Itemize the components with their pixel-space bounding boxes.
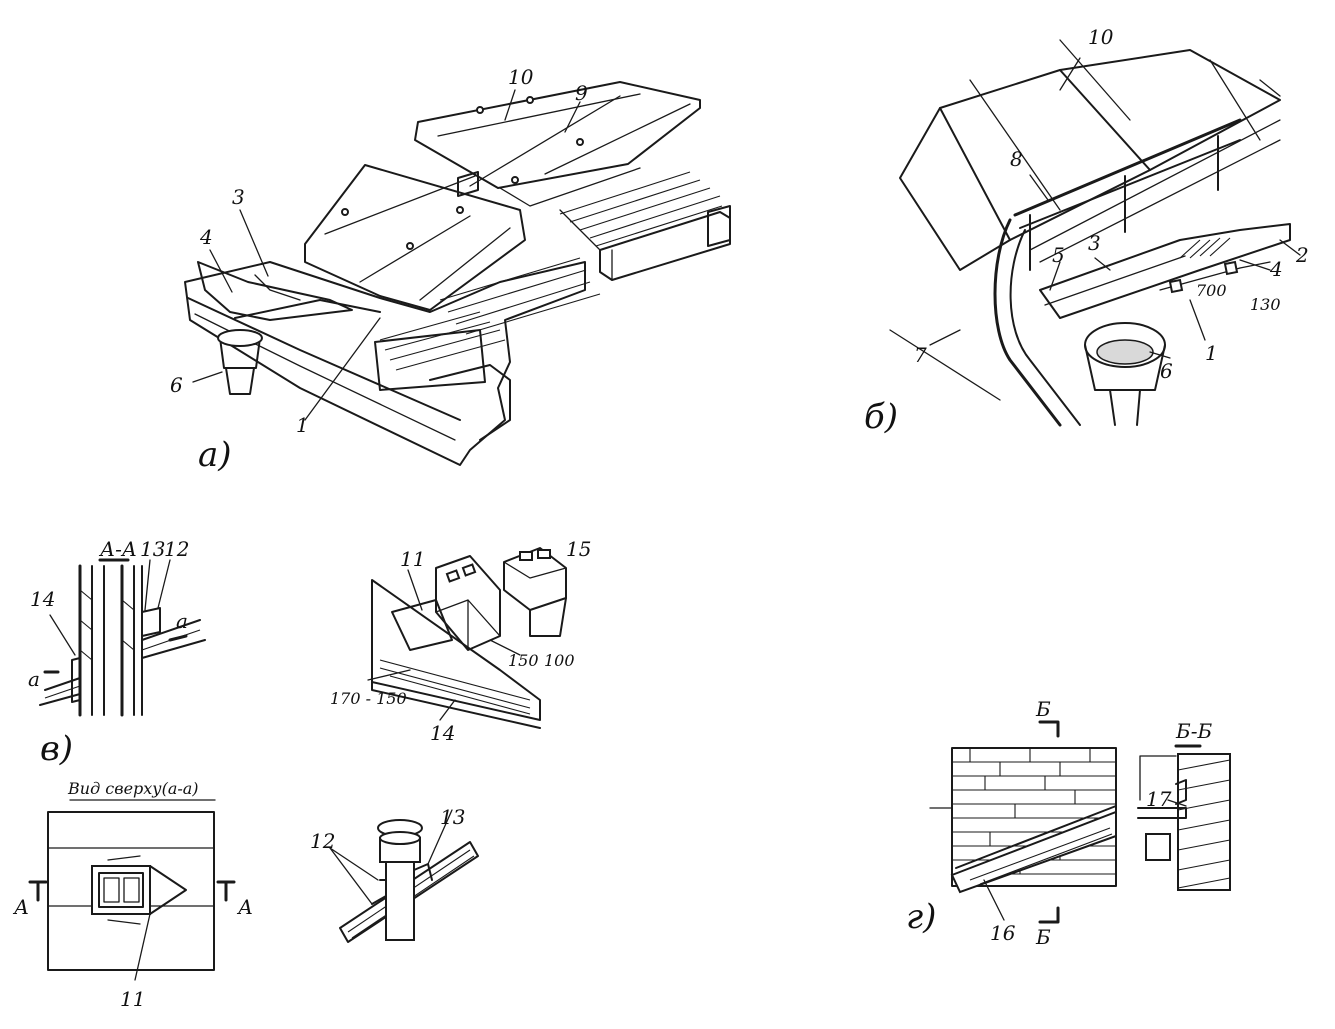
- panel-v-label-13: 13: [140, 537, 165, 561]
- panel-a-label-4: 4: [199, 225, 213, 249]
- panel-v-plan-view: [28, 799, 236, 981]
- panel-v-dim-170-150: 170 - 150: [330, 689, 407, 708]
- panel-v-plan-label-11: 11: [120, 987, 145, 1011]
- panel-g-cut-mark-bottom: Б: [1035, 925, 1051, 949]
- panel-v-label-12: 12: [164, 537, 189, 561]
- panel-v-label-11: 11: [400, 547, 425, 571]
- panel-v-chimney-isometric: [367, 547, 567, 729]
- panel-g-section-title: Б-Б: [1175, 719, 1212, 743]
- panel-v-label-15: 15: [566, 537, 591, 561]
- panel-b-label-3: 3: [1088, 231, 1101, 255]
- panel-a-label-3: 3: [232, 185, 245, 209]
- panel-v-caption: в): [40, 729, 73, 769]
- panel-v-detail-label-12: 12: [310, 829, 335, 853]
- panel-g-label-17: 17: [1146, 787, 1172, 811]
- panel-v-label-14-iso: 14: [430, 721, 455, 745]
- panel-g-cut-mark-top: Б: [1035, 697, 1051, 721]
- panel-v-plan-mark-a-left: А: [12, 895, 29, 919]
- panel-v-detail-label-13: 13: [440, 805, 465, 829]
- panel-a-caption: а): [198, 435, 232, 475]
- panel-b-label-10: 10: [1088, 25, 1114, 49]
- panel-v-mark-a-right: а: [176, 609, 188, 633]
- panel-g-wall-junction: [929, 720, 1231, 924]
- panel-b-label-8: 8: [1010, 147, 1023, 171]
- panel-v-dim-100: 100: [544, 651, 575, 670]
- panel-b-label-2: 2: [1295, 243, 1309, 267]
- panel-a-roof-isometric: [184, 81, 731, 466]
- panel-g-caption: г): [906, 897, 936, 937]
- panel-g-label-16: 16: [990, 921, 1016, 945]
- panel-b-dim-130: 130: [1250, 295, 1281, 314]
- panel-v-chimney-detail: [329, 809, 479, 943]
- panel-b-caption: б): [864, 397, 898, 437]
- panel-b-label-1: 1: [1205, 341, 1218, 365]
- panel-a-label-6: 6: [170, 373, 183, 397]
- panel-b-gutter-detail: [889, 39, 1301, 427]
- panel-a-label-10: 10: [508, 65, 534, 89]
- panel-v-dim-150: 150: [508, 651, 539, 670]
- panel-v-section-aa: [39, 558, 206, 717]
- panel-a-label-1: 1: [296, 413, 309, 437]
- panel-v-section-title: А-А: [98, 537, 137, 561]
- panel-b-label-7: 7: [914, 343, 927, 367]
- panel-v-mark-a-left: а: [28, 667, 40, 691]
- panel-v-plan-mark-a-right: А: [236, 895, 253, 919]
- panel-v-plan-title: Вид сверху(а-а): [67, 779, 199, 798]
- panel-b-dim-700: 700: [1196, 281, 1227, 300]
- panel-a-label-9: 9: [575, 81, 588, 105]
- panel-b-label-6: 6: [1160, 359, 1173, 383]
- panel-b-label-4: 4: [1269, 257, 1283, 281]
- panel-b-label-5: 5: [1052, 243, 1065, 267]
- panel-v-label-14: 14: [30, 587, 55, 611]
